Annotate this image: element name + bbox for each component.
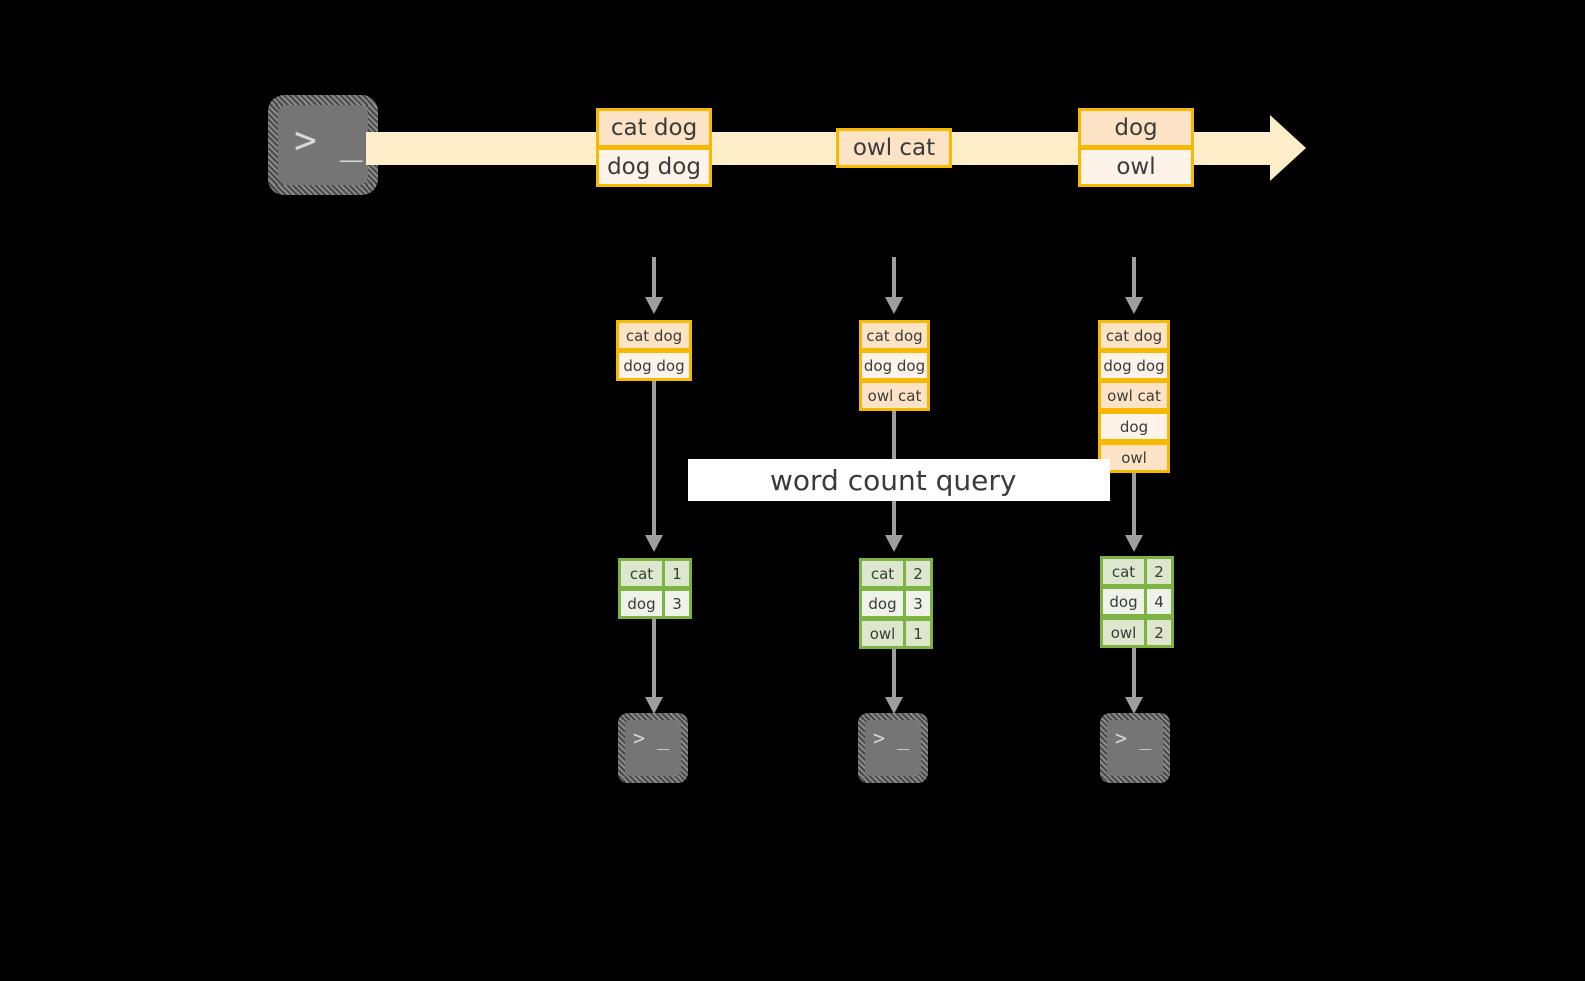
batch-to-result-connector bbox=[652, 381, 656, 537]
terminal-screen bbox=[625, 720, 681, 776]
terminal-screen bbox=[278, 105, 368, 185]
terminal-prompt-glyph: > _ bbox=[1115, 726, 1152, 750]
result-word-cell[interactable]: dog bbox=[859, 588, 906, 619]
result-count-cell[interactable]: 3 bbox=[903, 588, 933, 619]
stream-to-batch-arrowhead bbox=[885, 297, 903, 314]
stream-event-cell[interactable]: owl cat bbox=[836, 128, 952, 168]
terminal-screen bbox=[1107, 720, 1163, 776]
source-terminal-icon[interactable]: > _ bbox=[268, 95, 378, 195]
batch-to-result-arrowhead bbox=[1125, 535, 1143, 552]
terminal-prompt-glyph: > _ bbox=[873, 726, 910, 750]
terminal-prompt-glyph: > _ bbox=[294, 118, 363, 162]
result-count-cell[interactable]: 1 bbox=[903, 618, 933, 649]
result-count-cell[interactable]: 1 bbox=[662, 558, 692, 589]
result-to-sink-connector bbox=[1132, 648, 1136, 699]
result-count-cell[interactable]: 2 bbox=[1144, 617, 1174, 648]
result-word-cell[interactable]: cat bbox=[859, 558, 906, 589]
terminal-prompt-glyph: > _ bbox=[633, 726, 670, 750]
stream-event-cell[interactable]: cat dog bbox=[596, 108, 712, 148]
sink-terminal-icon[interactable]: > _ bbox=[858, 713, 928, 783]
stream-event-cell[interactable]: dog bbox=[1078, 108, 1194, 148]
result-word-cell[interactable]: dog bbox=[618, 588, 665, 619]
result-to-sink-connector bbox=[652, 619, 656, 699]
batch-to-result-arrowhead bbox=[645, 535, 663, 552]
stream-to-batch-arrowhead bbox=[1125, 297, 1143, 314]
sink-terminal-icon[interactable]: > _ bbox=[1100, 713, 1170, 783]
result-word-cell[interactable]: owl bbox=[1100, 617, 1147, 648]
result-to-sink-arrowhead bbox=[1125, 697, 1143, 714]
result-count-cell[interactable]: 2 bbox=[903, 558, 933, 589]
batch-input-cell[interactable]: cat dog bbox=[1098, 320, 1170, 351]
stream-event-cell[interactable]: owl bbox=[1078, 147, 1194, 187]
stream-to-batch-arrowhead bbox=[645, 297, 663, 314]
batch-input-cell[interactable]: dog bbox=[1098, 411, 1170, 442]
batch-input-cell[interactable]: owl cat bbox=[859, 380, 930, 411]
terminal-screen bbox=[865, 720, 921, 776]
stream-to-batch-connector bbox=[892, 257, 896, 299]
query-banner: word count query bbox=[688, 459, 1110, 501]
stream-arrowhead bbox=[1270, 115, 1306, 181]
result-to-sink-connector bbox=[892, 649, 896, 699]
batch-to-result-connector bbox=[1132, 473, 1136, 537]
sink-terminal-icon[interactable]: > _ bbox=[618, 713, 688, 783]
batch-input-cell[interactable]: owl bbox=[1098, 442, 1170, 473]
result-word-cell[interactable]: cat bbox=[618, 558, 665, 589]
batch-input-cell[interactable]: owl cat bbox=[1098, 380, 1170, 411]
result-count-cell[interactable]: 2 bbox=[1144, 556, 1174, 587]
batch-input-cell[interactable]: dog dog bbox=[859, 350, 930, 381]
batch-input-cell[interactable]: dog dog bbox=[1098, 350, 1170, 381]
result-word-cell[interactable]: cat bbox=[1100, 556, 1147, 587]
stream-event-cell[interactable]: dog dog bbox=[596, 147, 712, 187]
result-count-cell[interactable]: 3 bbox=[662, 588, 692, 619]
batch-input-cell[interactable]: cat dog bbox=[859, 320, 930, 351]
result-to-sink-arrowhead bbox=[645, 697, 663, 714]
stream-to-batch-connector bbox=[652, 257, 656, 299]
result-count-cell[interactable]: 4 bbox=[1144, 586, 1174, 617]
result-word-cell[interactable]: owl bbox=[859, 618, 906, 649]
query-banner-label: word count query bbox=[770, 463, 1017, 497]
batch-input-cell[interactable]: cat dog bbox=[616, 320, 692, 351]
batch-input-cell[interactable]: dog dog bbox=[616, 350, 692, 381]
stream-to-batch-connector bbox=[1132, 257, 1136, 299]
batch-to-result-arrowhead bbox=[885, 535, 903, 552]
result-word-cell[interactable]: dog bbox=[1100, 586, 1147, 617]
result-to-sink-arrowhead bbox=[885, 697, 903, 714]
